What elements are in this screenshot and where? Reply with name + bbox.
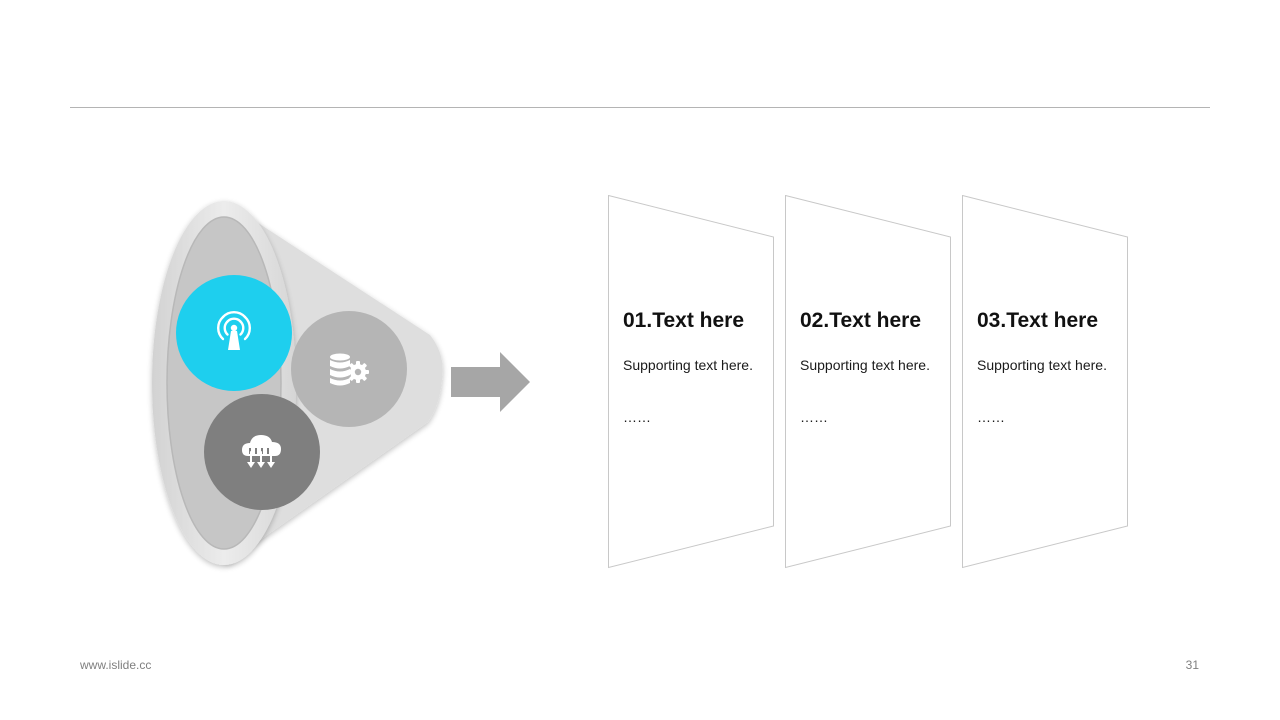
panel-2-subtitle: Supporting text here. [800,357,930,373]
database-settings-icon [330,353,369,386]
panel-2: 02.Text here Supporting text here. …… [785,195,953,569]
panel-2-title: 02.Text here [800,309,922,332]
panel-1: 01.Text here Supporting text here. …… [608,195,776,569]
panel-3-shape [962,195,1128,569]
broadcast-tower-icon [217,311,251,350]
panel-3-title: 03.Text here [977,309,1099,332]
header-divider [70,107,1210,108]
footer-url: www.islide.cc [80,658,152,672]
panel-2-ellipsis: …… [800,409,828,425]
right-arrow-icon [451,352,530,412]
panel-1-title: 01.Text here [623,309,745,332]
panel-1-subtitle: Supporting text here. [623,357,753,373]
panel-3-subtitle: Supporting text here. [977,357,1107,373]
funnel-diagram [152,201,443,565]
panel-3: 03.Text here Supporting text here. …… [962,195,1130,569]
cloud-download-icon [242,435,281,468]
panel-2-shape [785,195,951,569]
panel-1-shape [608,195,774,569]
page-number: 31 [1185,658,1199,672]
circle-database [291,311,407,427]
panel-3-ellipsis: …… [977,409,1005,425]
panel-1-ellipsis: …… [623,409,651,425]
